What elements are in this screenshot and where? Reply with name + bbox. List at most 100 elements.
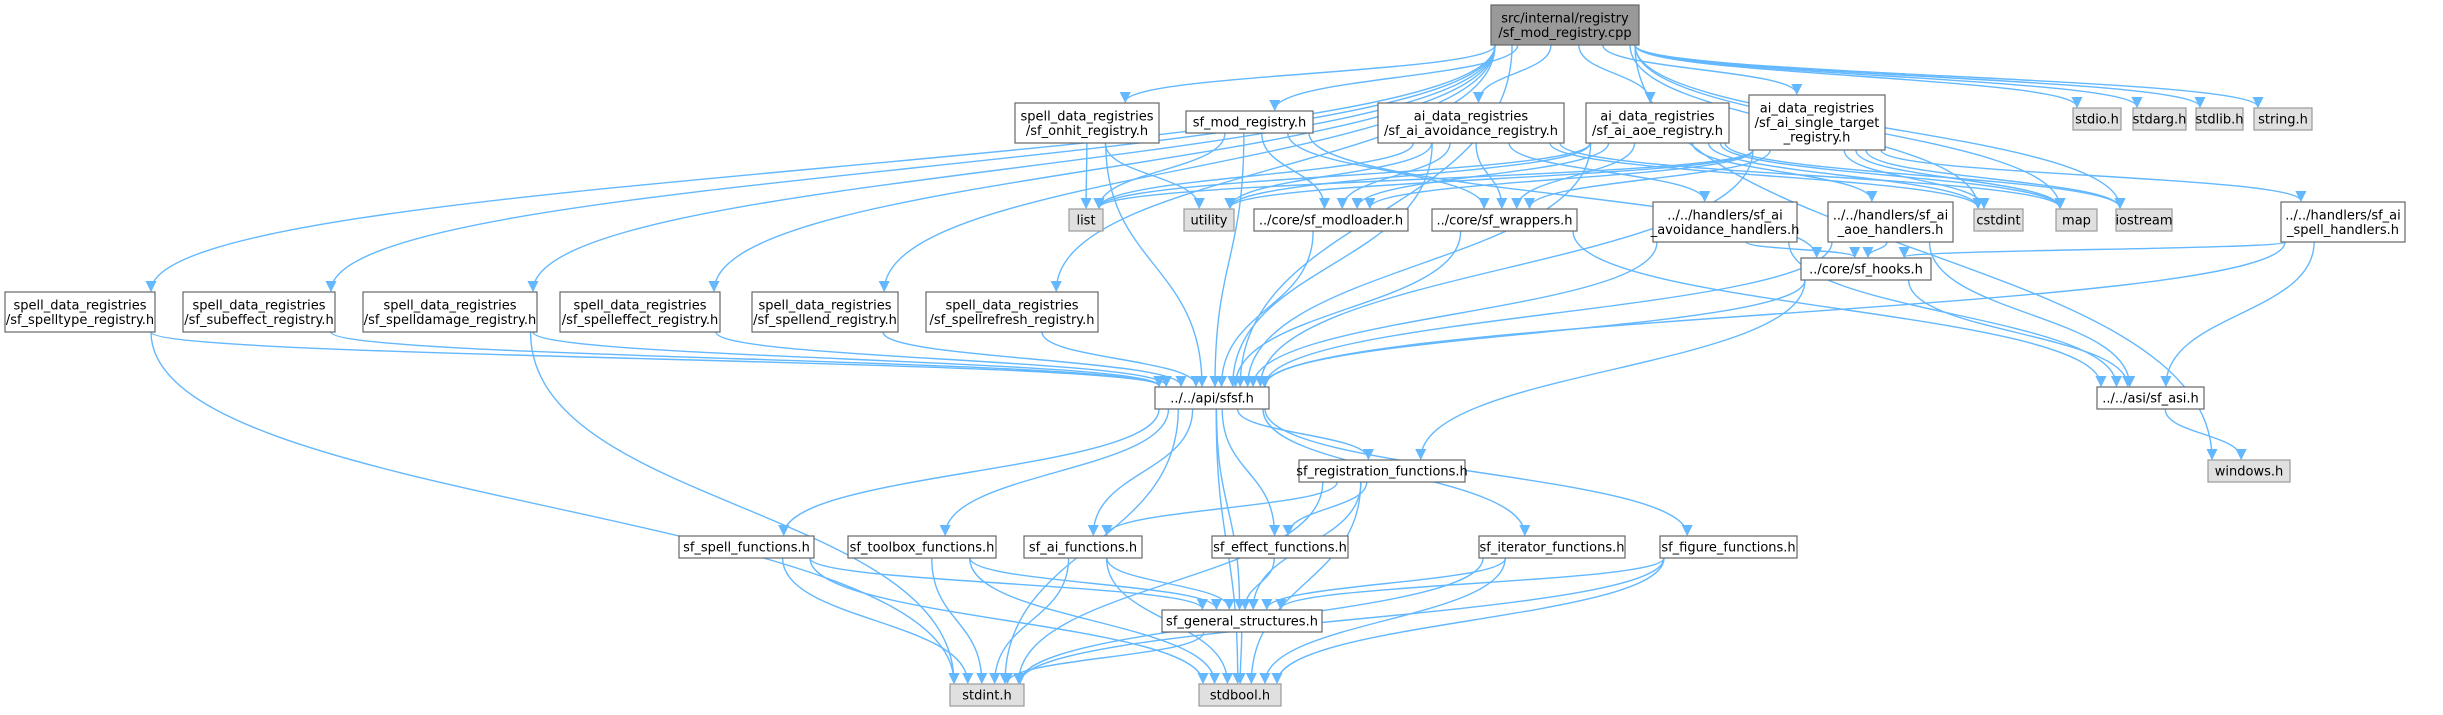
edge-subeffect-to-sfsf <box>330 331 1165 388</box>
node-label: ../core/sf_hooks.h <box>1809 263 1923 278</box>
node-box <box>1014 102 1160 144</box>
node-hooks[interactable]: ../core/sf_hooks.h <box>1800 257 1932 281</box>
node-box <box>1161 609 1323 633</box>
node-utility[interactable]: utility <box>1183 208 1235 232</box>
node-spellfn[interactable]: sf_spell_functions.h <box>678 535 815 559</box>
node-label: string.h <box>2258 113 2308 128</box>
edge-toolbox-to-stdint <box>931 557 988 685</box>
node-box <box>362 291 538 333</box>
node-regfn[interactable]: sf_registration_functions.h <box>1296 459 1468 483</box>
node-spellend[interactable]: spell_data_registries/sf_spellend_regist… <box>751 291 899 333</box>
node-cstdint[interactable]: cstdint <box>1973 208 2024 232</box>
node-root[interactable]: src/internal/registry/sf_mod_registry.cp… <box>1490 4 1640 46</box>
node-label: _aoe_handlers.h <box>1837 223 1944 238</box>
node-label: /sf_mod_registry.cpp <box>1498 26 1631 41</box>
node-general[interactable]: sf_general_structures.h <box>1161 609 1323 633</box>
node-box <box>1800 257 1932 281</box>
node-toolbox[interactable]: sf_toolbox_functions.h <box>847 535 997 559</box>
edge-hooks-to-asi <box>1907 279 2134 388</box>
node-aoe[interactable]: ai_data_registries/sf_ai_aoe_registry.h <box>1585 102 1730 144</box>
edge-modloader-to-sfsf <box>1215 230 1314 388</box>
node-spelleffect[interactable]: spell_data_registries/sf_spelleffect_reg… <box>559 291 721 333</box>
edge-regfn-to-stdint <box>1013 481 1324 685</box>
node-iostream[interactable]: iostream <box>2115 208 2173 232</box>
node-label: spell_data_registries <box>1020 109 1153 124</box>
node-onhit[interactable]: spell_data_registries/sf_onhit_registry.… <box>1014 102 1160 144</box>
node-string[interactable]: string.h <box>2253 107 2313 131</box>
node-box <box>4 291 156 333</box>
node-spellrefresh[interactable]: spell_data_registries/sf_spellrefresh_re… <box>925 291 1099 333</box>
edge-aifn-to-stdint <box>989 557 1070 685</box>
node-aoeh[interactable]: ../../handlers/sf_ai_aoe_handlers.h <box>1827 201 1954 243</box>
node-label: /sf_ai_avoidance_registry.h <box>1384 124 1558 139</box>
node-label: /sf_spelldamage_registry.h <box>364 313 536 328</box>
node-box <box>559 291 721 333</box>
node-figfn[interactable]: sf_figure_functions.h <box>1659 535 1798 559</box>
node-box <box>1377 102 1565 144</box>
node-box <box>2195 107 2244 131</box>
node-spellh[interactable]: ../../handlers/sf_ai_spell_handlers.h <box>2280 201 2406 243</box>
node-effectfn[interactable]: sf_effect_functions.h <box>1211 535 1349 559</box>
edge-hooks-to-regfn <box>1415 279 1806 461</box>
edge-sfsf-to-effectfn <box>1221 408 1281 537</box>
node-box <box>847 535 997 559</box>
node-avh[interactable]: ../../handlers/sf_ai_avoidance_handlers.… <box>1650 201 1800 243</box>
node-label: ../../asi/sf_asi.h <box>2102 392 2199 407</box>
node-label: sf_registration_functions.h <box>1296 465 1468 480</box>
node-map[interactable]: map <box>2055 208 2098 232</box>
node-wrappers[interactable]: ../core/sf_wrappers.h <box>1431 208 1578 232</box>
node-stdint[interactable]: stdint.h <box>949 683 1025 707</box>
edge-single-to-spellh <box>1880 149 2307 203</box>
edge-sfsf-to-regfn <box>1236 408 1374 461</box>
node-windows[interactable]: windows.h <box>2207 459 2291 483</box>
node-label: spell_data_registries <box>573 298 706 313</box>
node-label: sf_figure_functions.h <box>1661 541 1795 556</box>
node-iterfn[interactable]: sf_iterator_functions.h <box>1478 535 1626 559</box>
node-list[interactable]: list <box>1068 208 1104 232</box>
node-box <box>2115 208 2173 232</box>
node-modloader[interactable]: ../core/sf_modloader.h <box>1253 208 1409 232</box>
edge-asi-to-windows <box>2164 408 2247 461</box>
edge-single-to-cstdint <box>1843 149 1990 210</box>
edge-onhit-to-sfsf <box>1105 142 1208 388</box>
node-box <box>2096 386 2205 410</box>
edge-root-to-subeffect <box>325 44 1496 293</box>
edge-aoe-to-map <box>1719 142 2066 210</box>
node-modreg[interactable]: sf_mod_registry.h <box>1185 110 1314 134</box>
edge-modreg-to-sfsf <box>1209 132 1245 388</box>
node-label: /sf_subeffect_registry.h <box>184 313 334 328</box>
node-label: stdbool.h <box>1210 689 1270 704</box>
edge-hooks-to-sfsf <box>1258 279 1806 388</box>
node-box <box>2280 201 2406 243</box>
edge-aoe-to-wrappers <box>1511 142 1636 210</box>
edge-general-to-stdint <box>1001 631 1205 685</box>
edge-spellh-to-sfsf <box>1259 241 2286 388</box>
node-sfsf[interactable]: ../../api/sfsf.h <box>1154 386 1270 410</box>
node-label: stdio.h <box>2075 113 2119 128</box>
node-stdarg[interactable]: stdarg.h <box>2132 107 2187 131</box>
node-spelltype[interactable]: spell_data_registries/sf_spelltype_regis… <box>4 291 156 333</box>
edge-spellh-to-hooks <box>1899 241 2286 259</box>
node-box <box>1068 208 1104 232</box>
edge-effectfn-to-general <box>1239 557 1275 611</box>
node-stdio[interactable]: stdio.h <box>2072 107 2122 131</box>
edge-spelldamage-to-sfsf <box>532 331 1165 388</box>
edge-root-to-stdlib <box>1634 44 2206 109</box>
edge-figfn-to-general <box>1275 557 1665 611</box>
node-spelldamage[interactable]: spell_data_registries/sf_spelldamage_reg… <box>362 291 538 333</box>
edge-avh-to-sfsf <box>1247 241 1658 388</box>
node-subeffect[interactable]: spell_data_registries/sf_subeffect_regis… <box>182 291 336 333</box>
node-single[interactable]: ai_data_registries/sf_ai_single_target_r… <box>1748 94 1886 151</box>
edge-regfn-to-aifn <box>1101 481 1338 537</box>
node-asi[interactable]: ../../asi/sf_asi.h <box>2096 386 2205 410</box>
node-aifn[interactable]: sf_ai_functions.h <box>1023 535 1143 559</box>
node-label: /sf_ai_single_target <box>1755 116 1880 131</box>
edge-aoe-to-utility <box>1224 142 1591 210</box>
edge-toolbox-to-stdbool <box>969 557 1221 685</box>
edge-spelltype-to-stdint <box>150 331 960 685</box>
node-stdlib[interactable]: stdlib.h <box>2195 107 2244 131</box>
node-label: _avoidance_handlers.h <box>1650 223 1800 238</box>
node-avoid[interactable]: ai_data_registries/sf_ai_avoidance_regis… <box>1377 102 1565 144</box>
node-stdbool[interactable]: stdbool.h <box>1198 683 1282 707</box>
node-box <box>1659 535 1798 559</box>
